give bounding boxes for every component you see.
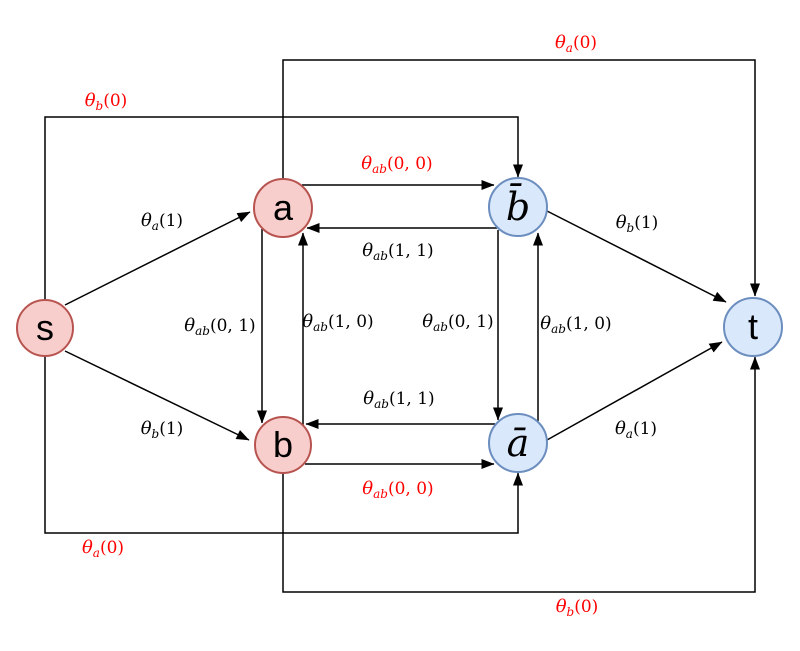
nodes-layer: s a b b̄ ā t: [16, 177, 783, 474]
node-b: b: [254, 416, 312, 474]
edge-label-s-bbar: θb(0): [85, 90, 128, 113]
edge-label-bbar-a: θab(1, 1): [362, 240, 433, 263]
edge-label-bbar-abar: θab(0, 1): [422, 311, 493, 334]
edges-layer: [44, 59, 760, 593]
node-s: s: [16, 299, 74, 357]
node-a-bar: ā: [488, 413, 548, 473]
edge-labels-layer: θa(1) θb(1) θb(0) θa(0) θa(0) θb(0) θab(0, 0) θ…: [82, 32, 658, 619]
edge-s-bbar: [44, 116, 523, 300]
node-circle-a-bar: [488, 413, 548, 473]
node-circle-b: [254, 416, 312, 474]
edge-label-b-abar: θab(0, 0): [362, 478, 433, 501]
edge-bbar-t: [546, 210, 727, 303]
node-b-bar: b̄: [488, 177, 548, 237]
node-t: t: [723, 297, 783, 357]
edge-label-s-b: θb(1): [141, 418, 184, 441]
node-circle-a: [253, 178, 313, 238]
node-label-a: a: [273, 187, 294, 228]
edge-s-abar: [44, 356, 523, 534]
edge-label-b-t: θb(0): [556, 596, 599, 619]
node-circle-b-bar: [488, 177, 548, 237]
node-label-a-bar: ā: [507, 421, 530, 465]
edge-s-a: [64, 211, 251, 306]
edge-label-bbar-t: θb(1): [616, 212, 659, 235]
edge-label-abar-t: θa(1): [615, 418, 657, 441]
node-circle-t: [723, 297, 783, 357]
edge-label-a-t: θa(0): [555, 32, 597, 55]
edge-label-s-a: θa(1): [141, 210, 183, 233]
node-label-b-bar: b̄: [506, 184, 530, 229]
node-label-s: s: [36, 307, 54, 348]
edge-label-abar-bbar: θab(1, 0): [540, 313, 611, 336]
edge-b-t: [282, 356, 760, 593]
edge-label-abar-b: θab(1, 1): [363, 388, 434, 411]
edge-a-t: [282, 59, 760, 297]
edge-label-s-abar: θa(0): [82, 537, 124, 560]
edge-label-a-bbar: θab(0, 0): [361, 153, 432, 176]
edge-label-a-b: θab(0, 1): [184, 315, 255, 338]
node-a: a: [253, 178, 313, 238]
edge-abar-t: [546, 341, 723, 441]
node-label-b: b: [273, 424, 293, 465]
node-label-t: t: [748, 306, 758, 347]
edge-s-b: [64, 350, 250, 441]
edge-label-b-a: θab(1, 0): [302, 311, 373, 334]
node-circle-s: [16, 299, 74, 357]
